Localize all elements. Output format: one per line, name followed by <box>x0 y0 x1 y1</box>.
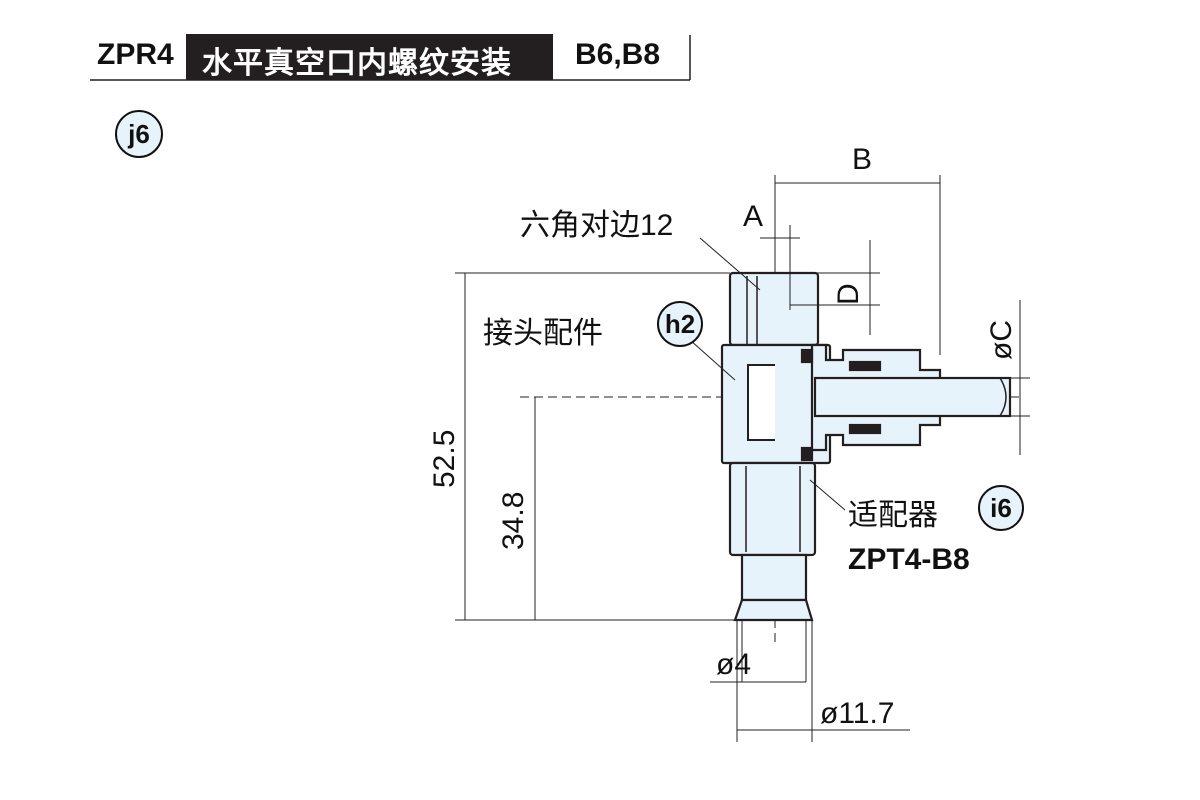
code-label: B6,B8 <box>575 38 661 71</box>
dimension-lines <box>455 175 1030 742</box>
hex-label: 六角对边12 <box>520 209 674 242</box>
fitting-label: 接头配件 <box>483 317 603 350</box>
title-box <box>186 34 553 80</box>
dim-b: B <box>852 143 873 176</box>
badge-h2: h2 <box>657 301 703 347</box>
dim-height-center: 34.8 <box>497 491 530 550</box>
title: 水平真空口内螺纹安装 <box>202 47 512 80</box>
badge-j6: j6 <box>115 110 163 158</box>
fitting-body <box>720 271 1012 622</box>
dim-dia-outer: ø11.7 <box>820 697 895 730</box>
dim-c: øC <box>985 320 1018 360</box>
dim-a: A <box>743 200 764 233</box>
adapter-label: 适配器 <box>848 499 938 532</box>
dim-d: D <box>832 283 865 305</box>
model-label: ZPR4 <box>97 38 174 71</box>
badge-i6: i6 <box>978 485 1024 531</box>
dim-height-total: 52.5 <box>428 429 461 488</box>
adapter-model: ZPT4-B8 <box>848 543 970 576</box>
dim-dia-pad: ø4 <box>716 648 752 681</box>
